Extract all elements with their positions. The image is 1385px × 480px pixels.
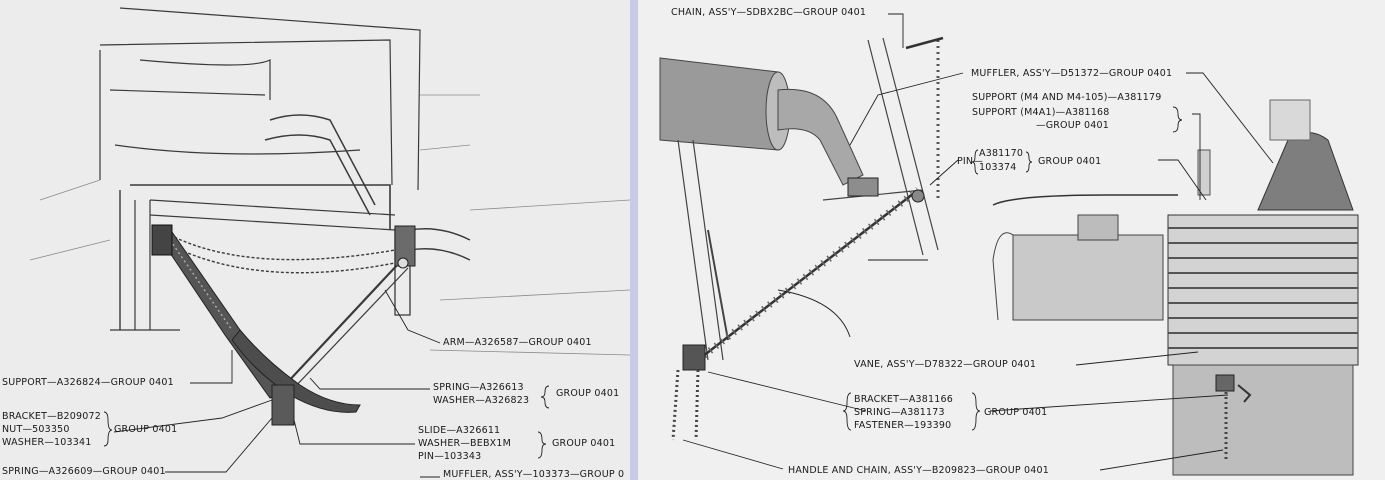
finned-muffler (1167, 99, 1359, 476)
left-drawing (29, 7, 630, 478)
label-muffler-right: MUFFLER, ASS'Y—D51372—GROUP 0401 (971, 68, 1173, 79)
label-spring-right: SPRING—A381173 (854, 407, 945, 418)
label-pin-right: PIN— (957, 156, 983, 167)
label-support-m4: SUPPORT (M4 AND M4-105)—A381179 (972, 92, 1162, 103)
vane-rod (697, 189, 919, 361)
label-arm: ARM—A326587—GROUP 0401 (443, 337, 592, 348)
lower-bracket-right (682, 344, 706, 371)
label-pin-num1: A381170 (979, 148, 1024, 159)
label-pin-group: GROUP 0401 (1038, 156, 1102, 167)
label-pin-num2: 103374 (979, 162, 1017, 173)
label-bsf-group: GROUP 0401 (984, 407, 1048, 418)
label-support-group: —GROUP 0401 (1036, 120, 1110, 131)
right-diagram-panel: CHAIN, ASS'Y—SDBX2BC—GROUP 0401 MUFFLER,… (638, 0, 1385, 480)
label-slide: SLIDE—A326611 (418, 425, 501, 436)
label-muffler-left: MUFFLER, ASS'Y—103373—GROUP 0 (443, 469, 625, 480)
label-vane: VANE, ASS'Y—D78322—GROUP 0401 (854, 359, 1037, 370)
label-support-m4a1: SUPPORT (M4A1)—A381168 (972, 107, 1110, 118)
label-bracket: BRACKET—B209072 (2, 411, 102, 422)
label-spring-a: SPRING—A326613 (433, 382, 524, 393)
label-nut: NUT—503350 (2, 424, 70, 435)
label-washer-b: WASHER—103341 (2, 437, 92, 448)
right-leader-lines (682, 13, 1274, 471)
upper-bracket (151, 224, 173, 256)
label-handle-chain: HANDLE AND CHAIN, ASS'Y—B209823—GROUP 04… (788, 465, 1050, 476)
spring-blade (231, 329, 361, 413)
label-washer-a: WASHER—A326823 (433, 395, 530, 406)
left-leader-lines (103, 289, 550, 478)
heater-tank (992, 194, 1178, 321)
label-support: SUPPORT—A326824—GROUP 0401 (2, 377, 174, 388)
pin-bracket (847, 177, 879, 197)
body-outline-top (119, 7, 421, 191)
right-drawing (659, 13, 1359, 476)
label-group-b: GROUP 0401 (114, 424, 178, 435)
panel-divider (630, 0, 638, 480)
muffler-cap (1257, 132, 1354, 211)
label-bracket-right: BRACKET—A381166 (854, 394, 953, 405)
label-group-c: GROUP 0401 (552, 438, 616, 449)
muffler-body (659, 57, 864, 186)
handle-chain (671, 369, 680, 441)
lower-bracket (271, 384, 295, 426)
label-fastener: FASTENER—193390 (854, 420, 952, 431)
label-group-a: GROUP 0401 (556, 388, 620, 399)
label-chain: CHAIN, ASS'Y—SDBX2BC—GROUP 0401 (671, 7, 867, 18)
left-diagram-panel: ARM—A326587—GROUP 0401 SUPPORT—A326824—G… (0, 0, 630, 480)
label-washer-c: WASHER—BEBX1M (418, 438, 512, 449)
label-pin: PIN—103343 (418, 451, 482, 462)
body-outline-inner (99, 39, 393, 186)
label-spring-b: SPRING—A326609—GROUP 0401 (2, 466, 166, 477)
